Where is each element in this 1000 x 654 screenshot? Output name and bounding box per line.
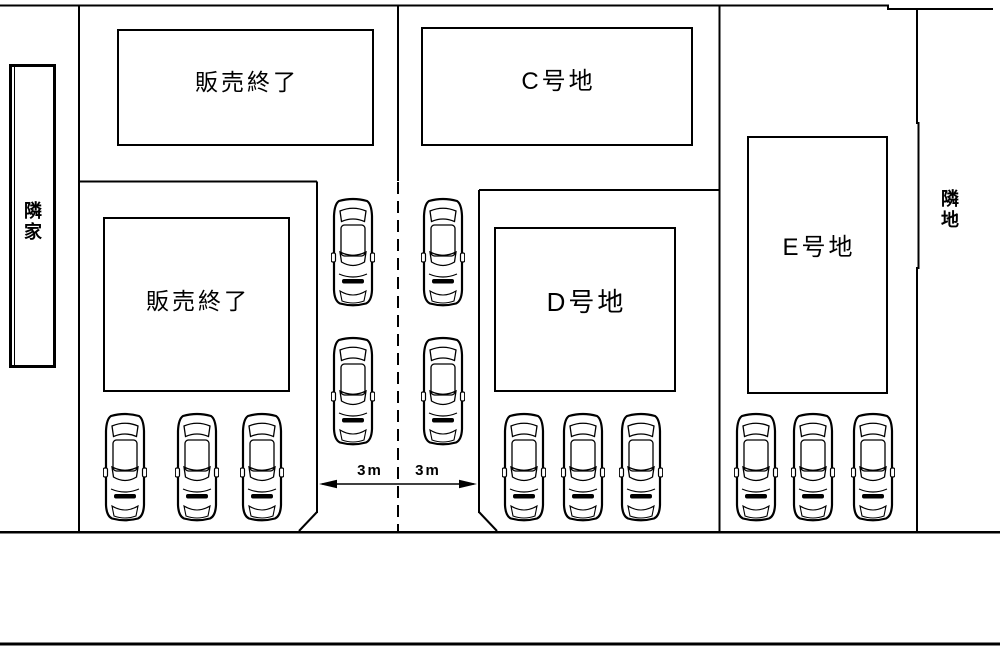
- lot-e-box: E号地: [747, 136, 888, 394]
- lot-sold-bottom-box: 販売終了: [103, 217, 290, 392]
- strip-inner-line: [14, 67, 15, 365]
- car-icon: [240, 412, 284, 522]
- car-icon: [421, 197, 465, 307]
- neighbor-left-label: 隣家: [22, 201, 42, 243]
- car-icon: [561, 412, 605, 522]
- lot-sold-top-label: 販売終了: [195, 68, 299, 95]
- driveway-flares: [298, 511, 498, 532]
- dimension-arrow: [319, 479, 477, 489]
- road-area: [0, 534, 1000, 642]
- lot-c-label: C号地: [521, 68, 596, 95]
- neighbor-right-label: 隣地: [939, 189, 959, 231]
- car-icon: [175, 412, 219, 522]
- lot-sold-bottom-label: 販売終了: [146, 287, 250, 314]
- neighbor-house-strip: [9, 64, 56, 368]
- arrowhead-left-icon: [319, 479, 337, 489]
- car-icon: [851, 412, 895, 522]
- lot-d-label: D号地: [546, 287, 627, 317]
- dimension-label-right: 3m: [415, 462, 441, 479]
- arrowhead-right-icon: [459, 479, 477, 489]
- car-icon: [421, 336, 465, 446]
- car-icon: [103, 412, 147, 522]
- car-icon: [502, 412, 546, 522]
- car-icon: [331, 336, 375, 446]
- lot-d-box: D号地: [494, 227, 676, 392]
- right-neighbor-boundary: [916, 9, 920, 533]
- car-icon: [619, 412, 663, 522]
- car-icon: [791, 412, 835, 522]
- lot-c-box: C号地: [421, 27, 693, 146]
- car-icon: [331, 197, 375, 307]
- lot-sold-top-box: 販売終了: [117, 29, 374, 146]
- dimension-label-left: 3m: [357, 462, 383, 479]
- lot-e-label: E号地: [782, 233, 856, 261]
- parcel-boundaries: [0, 4, 1000, 646]
- car-icon: [734, 412, 778, 522]
